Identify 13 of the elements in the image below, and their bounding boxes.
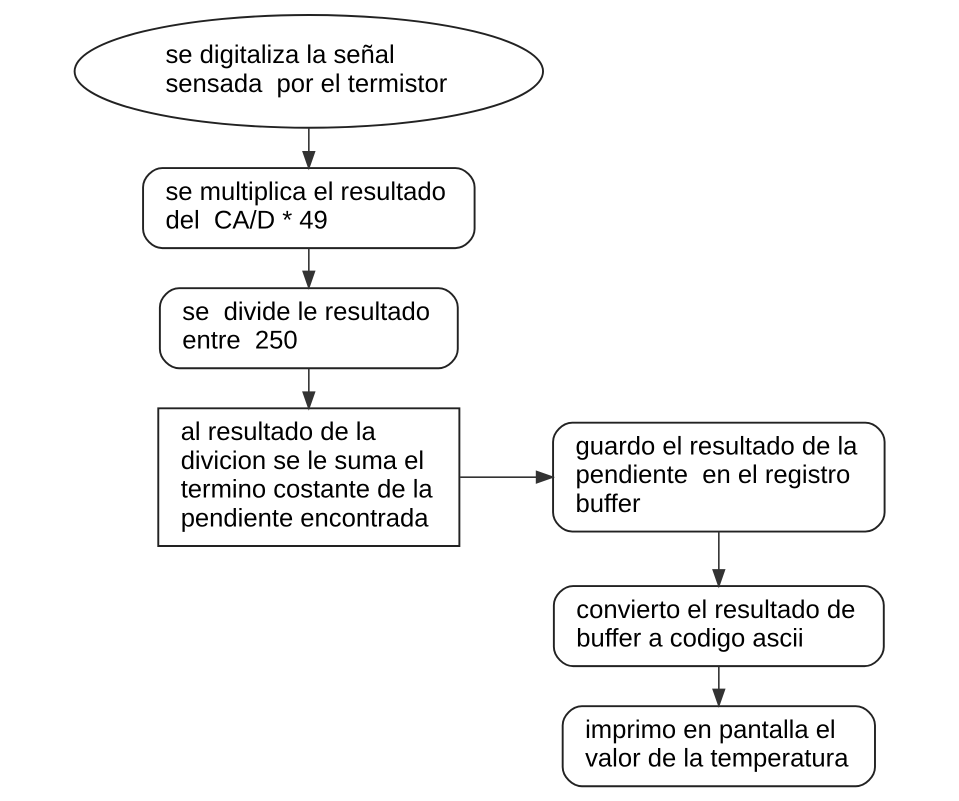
node-box: al resultado de la divicion se le suma el termino costante de la pendiente encontrada <box>157 407 460 547</box>
arrow <box>712 666 726 708</box>
node-ellipse: se digitaliza la señal sensada por el termistor <box>74 14 544 129</box>
arrow <box>302 128 316 170</box>
arrow <box>302 248 316 290</box>
node-box: se multiplica el resultado del CA/D * 49 <box>142 167 476 250</box>
arrow <box>460 470 556 484</box>
node-box: convierto el resultado de buffer a codigo ascii <box>552 585 885 668</box>
arrow <box>712 532 726 588</box>
arrow <box>302 368 316 411</box>
node-box: se divide le resultado entre 250 <box>158 287 459 370</box>
node-box: guardo el resultado de la pendiente en el registro buffer <box>552 422 886 533</box>
node-box: imprimo en pantalla el valor de la temperatura <box>562 705 876 788</box>
